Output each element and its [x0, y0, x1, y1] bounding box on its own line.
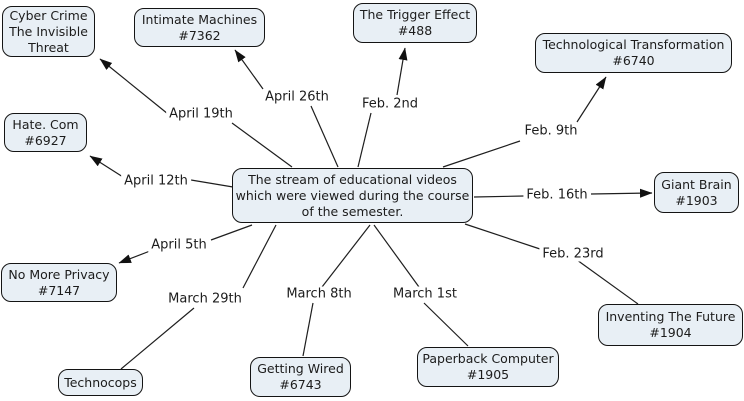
edge-label-march-8th[interactable]: March 8th [283, 286, 355, 302]
node-title: Hate. Com [12, 116, 79, 132]
edge-april-5th-segment-outer [118, 250, 151, 264]
edge-label-march-1st[interactable]: March 1st [390, 286, 460, 302]
edge-feb-9th-segment-inner [442, 140, 521, 168]
node-center-stream[interactable]: The stream of educational videos which w… [232, 168, 473, 223]
edge-april-12th-segment-outer [89, 155, 124, 178]
node-cyber-crime[interactable]: Cyber Crime The Invisible Threat [2, 6, 95, 57]
node-hate-com[interactable]: Hate. Com #6927 [4, 113, 87, 152]
node-number: #6740 [612, 53, 655, 68]
node-title: No More Privacy [8, 266, 110, 282]
edge-label-feb-16th[interactable]: Feb. 16th [523, 187, 591, 203]
node-trigger-effect[interactable]: The Trigger Effect #488 [353, 3, 477, 43]
node-number: #6927 [24, 132, 67, 148]
node-title: Threat [28, 39, 69, 55]
edge-march-29th-segment-outer [120, 307, 195, 370]
node-title: The Invisible [9, 23, 88, 39]
edge-april-19th-segment-outer [99, 58, 169, 115]
edge-march-29th-segment-inner [242, 224, 277, 289]
edge-april-26th-segment-outer [234, 49, 264, 90]
edge-march-1st-segment-inner [373, 224, 420, 288]
node-title: Giant Brain [661, 176, 732, 192]
edge-feb-9th-segment-outer [576, 76, 607, 123]
edge-label-april-19th[interactable]: April 19th [166, 106, 236, 122]
node-text-line: which were viewed during the course [235, 187, 470, 203]
node-number: #1904 [649, 325, 692, 340]
edge-label-feb-9th[interactable]: Feb. 9th [521, 123, 581, 139]
node-title: Paperback Computer [422, 351, 554, 366]
node-title: Inventing The Future [605, 309, 736, 324]
edge-feb-23rd-segment-inner [464, 223, 541, 250]
edge-april-26th-segment-inner [310, 105, 339, 168]
edge-feb-16th-segment-inner [473, 195, 525, 198]
node-number: #1905 [466, 367, 510, 382]
node-inventing-the-future[interactable]: Inventing The Future #1904 [598, 304, 743, 346]
edge-feb-2nd-segment-inner [357, 112, 372, 168]
node-technocops[interactable]: Technocops [58, 369, 143, 396]
node-title: Getting Wired [257, 361, 344, 376]
node-text-line: The stream of educational videos [248, 171, 457, 187]
node-text-line: of the semester. [301, 203, 404, 219]
node-number: #6743 [279, 377, 322, 392]
edge-feb-16th-segment-outer [590, 188, 653, 198]
edge-march-8th-segment-outer [302, 302, 314, 357]
node-title: Cyber Crime [9, 7, 88, 23]
edge-feb-23rd-segment-outer [576, 259, 639, 305]
node-intimate-machines[interactable]: Intimate Machines #7362 [134, 8, 265, 47]
node-number: #1903 [675, 192, 718, 208]
node-title: Technocops [64, 374, 137, 390]
edge-april-5th-segment-inner [210, 224, 253, 241]
node-number: #488 [397, 23, 433, 38]
node-getting-wired[interactable]: Getting Wired #6743 [250, 357, 351, 397]
node-title: Intimate Machines [141, 11, 258, 27]
edge-label-april-26th[interactable]: April 26th [262, 89, 332, 105]
node-technological-transformation[interactable]: Technological Transformation #6740 [535, 33, 732, 73]
edge-march-8th-segment-inner [321, 224, 371, 288]
node-no-more-privacy[interactable]: No More Privacy #7147 [1, 263, 117, 302]
edge-label-feb-23rd[interactable]: Feb. 23rd [539, 246, 607, 262]
edge-april-19th-segment-inner [231, 122, 293, 168]
edge-label-feb-2nd[interactable]: Feb. 2nd [358, 96, 422, 112]
edge-feb-2nd-segment-outer [396, 47, 408, 96]
edge-label-april-5th[interactable]: April 5th [148, 237, 210, 253]
edge-label-march-29th[interactable]: March 29th [165, 291, 245, 307]
node-title: The Trigger Effect [359, 7, 471, 22]
node-number: #7147 [37, 282, 81, 298]
edge-april-12th-segment-inner [190, 179, 234, 188]
edge-march-1st-segment-outer [423, 302, 469, 347]
edge-label-april-12th[interactable]: April 12th [121, 173, 191, 189]
node-title: Technological Transformation [542, 37, 725, 52]
node-number: #7362 [178, 27, 221, 43]
node-giant-brain[interactable]: Giant Brain #1903 [654, 172, 739, 213]
node-paperback-computer[interactable]: Paperback Computer #1905 [417, 347, 559, 387]
